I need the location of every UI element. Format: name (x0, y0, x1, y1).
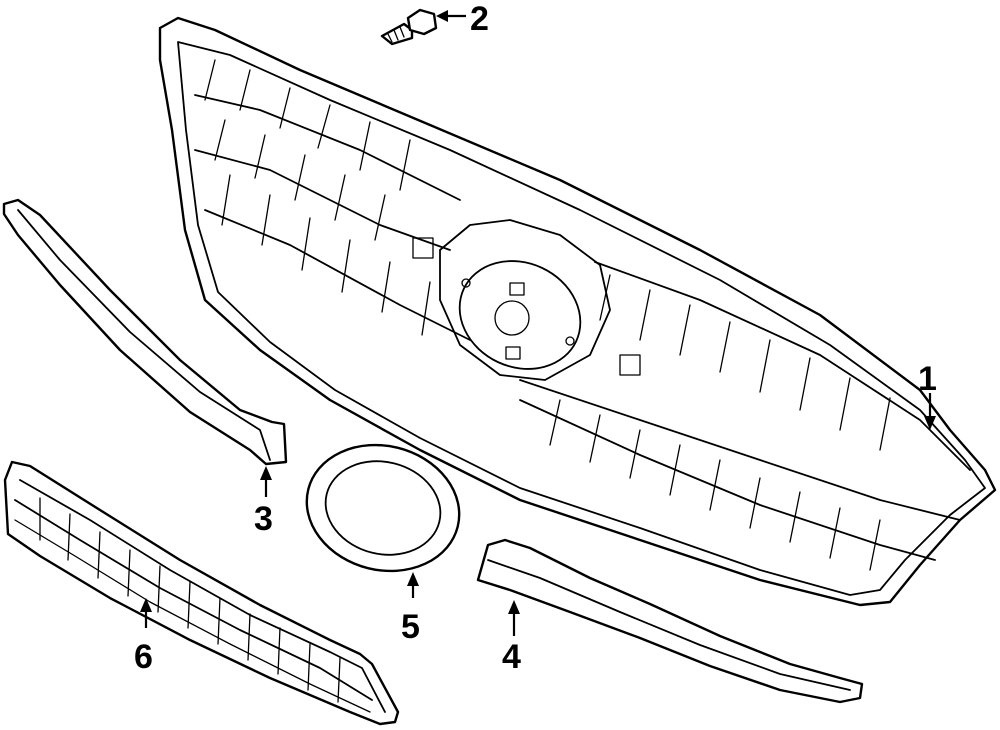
screw (380, 8, 438, 46)
screw-threads (387, 26, 405, 43)
grille-clip-right (619, 354, 641, 376)
emblem-mount-pin-right (565, 336, 575, 346)
emblem-housing (439, 219, 611, 381)
grille-clip-left (412, 237, 434, 259)
arrowhead-2 (436, 10, 448, 22)
grille-inner-border (177, 41, 986, 596)
lower-grille-ribs (14, 497, 371, 713)
emblem-ring (305, 443, 461, 573)
lower-molding-body (476, 538, 864, 704)
upper-molding-edge (17, 209, 271, 461)
arrowhead-4 (508, 600, 520, 614)
lower-molding (476, 538, 864, 704)
callout-6: 6 (134, 638, 153, 676)
arrowhead-1 (924, 416, 936, 430)
emblem-mount-hole (494, 300, 530, 336)
callout-labels: 1 2 3 4 5 6 (134, 0, 937, 676)
grille-cells (204, 59, 891, 571)
emblem-mount (458, 260, 582, 370)
upper-molding-body (2, 198, 288, 466)
lower-grille (3, 460, 400, 726)
screw-shank (380, 22, 414, 46)
callout-2: 2 (470, 0, 489, 38)
grille-slat-upper (194, 94, 971, 471)
arrowhead-6 (140, 598, 152, 612)
upper-molding (2, 198, 288, 466)
lower-molding-edge (487, 559, 851, 691)
grille-assembly (158, 16, 997, 607)
callout-4: 4 (502, 638, 521, 676)
callout-arrows (140, 10, 936, 636)
callout-1: 1 (918, 360, 937, 398)
emblem-mount-tab-top (509, 282, 525, 296)
callout-3: 3 (254, 500, 273, 538)
emblem-mount-pin-left (461, 278, 471, 288)
arrowhead-3 (260, 466, 272, 480)
grille-frame (158, 16, 997, 607)
screw-head (406, 8, 438, 36)
emblem-mount-tab-bottom (505, 346, 521, 360)
callout-5: 5 (401, 608, 420, 646)
arrowhead-5 (407, 572, 419, 586)
emblem-ring-inner (324, 460, 442, 556)
